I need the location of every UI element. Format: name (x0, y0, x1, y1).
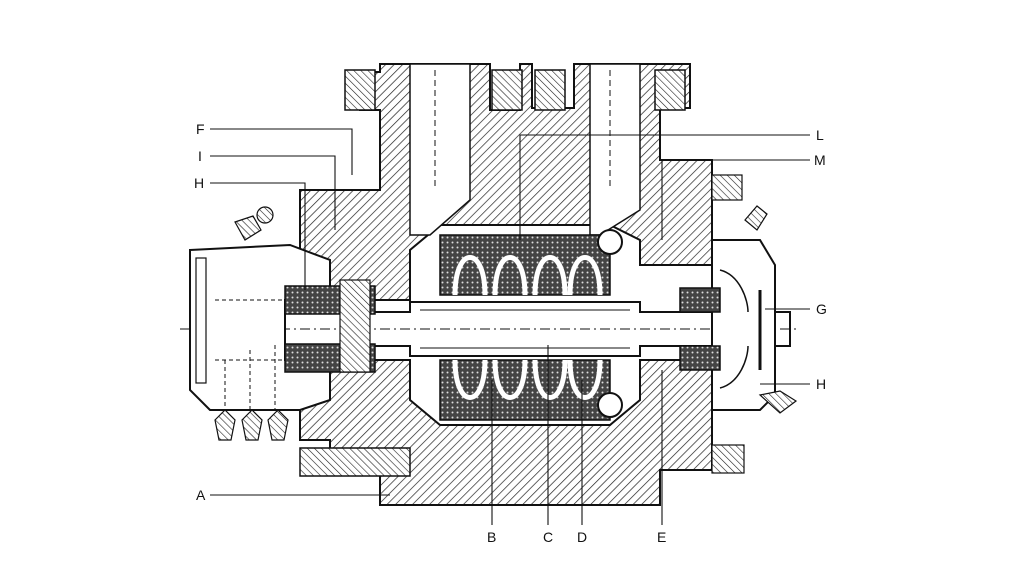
label-f: F (196, 121, 205, 137)
label-a: A (196, 487, 206, 503)
label-h-right: H (816, 376, 826, 392)
left-bearing-housing (189, 206, 376, 441)
label-l: L (816, 127, 824, 143)
callout-labels: F I H A L M G H B C D E (194, 121, 827, 545)
label-b: B (487, 529, 496, 545)
impeller-stages-upper (439, 229, 623, 296)
label-d: D (577, 529, 587, 545)
upper-casing (299, 63, 743, 301)
label-h-left: H (194, 175, 204, 191)
label-m: M (814, 152, 826, 168)
right-bearing-housing (679, 205, 798, 414)
impeller-stages-lower (439, 359, 623, 421)
label-e: E (657, 529, 666, 545)
label-c: C (543, 529, 553, 545)
lower-casing (299, 359, 745, 506)
label-g: G (816, 301, 827, 317)
leader-lines (210, 128, 810, 525)
label-i: I (198, 148, 202, 164)
